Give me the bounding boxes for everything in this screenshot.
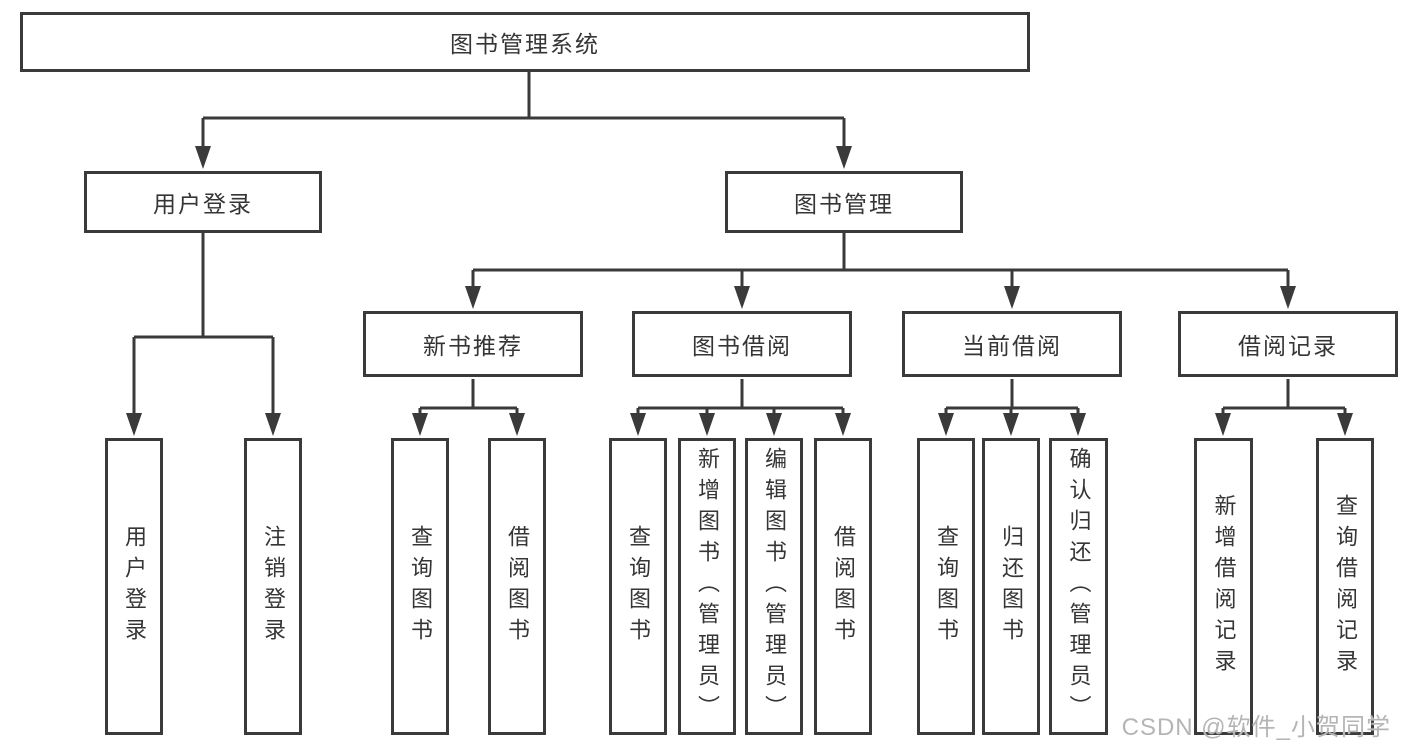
node-book-management: 图书管理 (725, 171, 963, 233)
leaf-borrow-books-1: 借阅图书 (488, 438, 546, 735)
leaf-add-borrow-record: 新增借阅记录 (1194, 438, 1253, 735)
node-current-borrow: 当前借阅 (902, 311, 1122, 377)
tree-edges (132, 72, 1347, 416)
arrowhead-markers (126, 146, 1353, 436)
leaf-add-book-admin: 新增图书（管理员） (678, 438, 736, 735)
leaf-confirm-return-admin: 确认归还（管理员） (1049, 438, 1108, 735)
node-borrow-records: 借阅记录 (1178, 311, 1398, 377)
leaf-user-login: 用户登录 (105, 438, 163, 735)
leaf-query-borrow-record: 查询借阅记录 (1316, 438, 1374, 735)
node-book-borrow: 图书借阅 (632, 311, 852, 377)
watermark: CSDN @软件_小贺同学 (1121, 714, 1391, 741)
leaf-edit-book-admin: 编辑图书（管理员） (745, 438, 803, 735)
node-new-book-recommend: 新书推荐 (363, 311, 583, 377)
leaf-logout: 注销登录 (244, 438, 302, 735)
node-user-login: 用户登录 (84, 171, 322, 233)
leaf-borrow-books-2: 借阅图书 (814, 438, 872, 735)
node-book-management-system: 图书管理系统 (20, 12, 1030, 72)
leaf-query-books-2: 查询图书 (609, 438, 667, 735)
leaf-query-books-3: 查询图书 (917, 438, 975, 735)
leaf-query-books-1: 查询图书 (391, 438, 449, 735)
leaf-return-book: 归还图书 (982, 438, 1040, 735)
